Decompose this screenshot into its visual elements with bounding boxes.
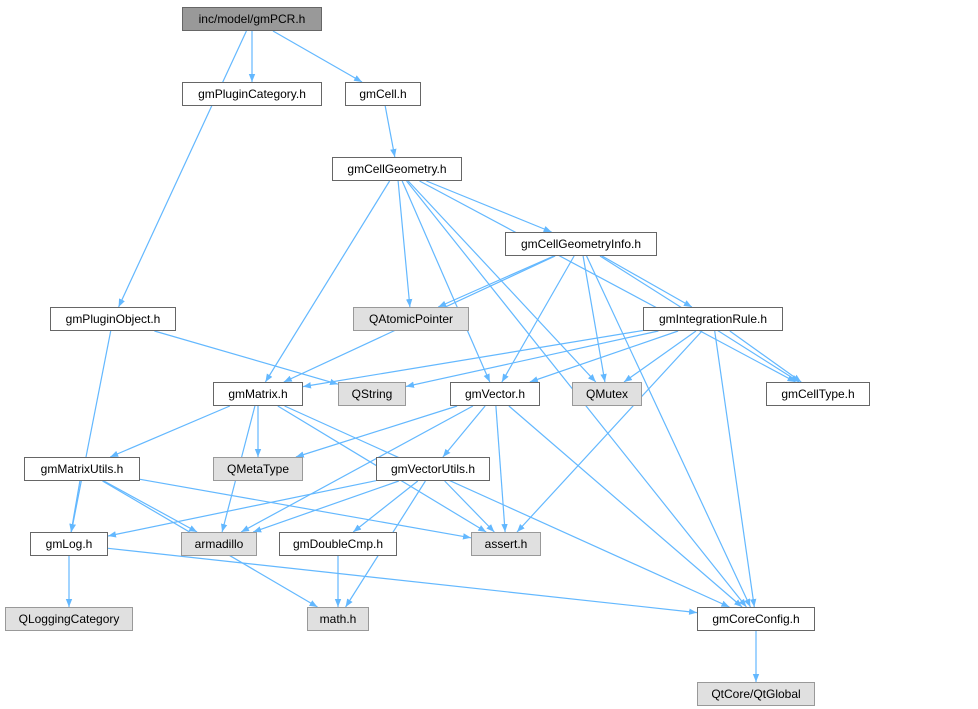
node-label: QString [351, 387, 393, 401]
node-label: gmCellGeometryInfo.h [520, 237, 642, 251]
node-label: QMetaType [226, 462, 290, 476]
node-gmpcr-h[interactable]: inc/model/gmPCR.h [182, 7, 322, 31]
node-assert-h: assert.h [471, 532, 541, 556]
node-label: gmIntegrationRule.h [658, 312, 768, 326]
node-label: gmPluginObject.h [65, 312, 161, 326]
node-math-h: math.h [307, 607, 369, 631]
edge-gmcellgeometryinfo-to-gmvector [501, 255, 575, 383]
node-label: gmCellGeometry.h [347, 162, 447, 176]
node-label: QAtomicPointer [368, 312, 454, 326]
node-armadillo: armadillo [181, 532, 257, 556]
edge-gmvector-to-gmvectorutils [442, 405, 486, 458]
node-gmvectorutils-h[interactable]: gmVectorUtils.h [376, 457, 490, 481]
edge-gmvectorutils-to-assert [444, 480, 495, 533]
edge-gmvectorutils-to-gmdoublecmp [352, 480, 419, 533]
edge-gmcellgeometryinfo-to-qmutex [582, 255, 607, 383]
node-label: gmCell.h [359, 87, 407, 101]
edge-gmmatrixutils-to-gmlog [69, 480, 81, 533]
edge-gmcellgeometry-to-qatomicpointer [397, 180, 413, 308]
edge-gmvector-to-armadillo [240, 405, 474, 533]
edge-gmcellgeometry-to-qmutex [407, 180, 597, 383]
node-qstring: QString [338, 382, 406, 406]
edge-gmmatrixutils-to-assert [139, 478, 472, 540]
node-label: assert.h [484, 537, 528, 551]
node-gmcelltype-h[interactable]: gmCellType.h [766, 382, 870, 406]
edge-gmintegrationrule-to-gmvector [529, 330, 679, 383]
edge-gmcellgeometryinfo-to-qatomicpointer [437, 255, 555, 308]
node-label: QtCore/QtGlobal [711, 687, 801, 701]
node-label: math.h [319, 612, 357, 626]
node-label: gmMatrixUtils.h [40, 462, 124, 476]
node-label: gmVector.h [464, 387, 526, 401]
edge-layer [65, 30, 802, 682]
node-label: inc/model/gmPCR.h [198, 12, 306, 26]
node-gmpluginobject-h[interactable]: gmPluginObject.h [50, 307, 176, 331]
node-label: gmVectorUtils.h [390, 462, 476, 476]
edge-gmmatrix-to-gmcoreconfig [284, 405, 730, 608]
edge-gmintegrationrule-to-assert [516, 330, 703, 533]
edge-gmpluginobject-to-gmlog [69, 330, 112, 533]
node-label: gmMatrix.h [228, 387, 288, 401]
node-label: gmLog.h [45, 537, 93, 551]
node-gmcell-h[interactable]: gmCell.h [345, 82, 421, 106]
node-gmlog-h[interactable]: gmLog.h [30, 532, 108, 556]
edge-gmintegrationrule-to-qstring [405, 330, 659, 388]
edge-gmpcr-to-gmpluginobject [118, 30, 247, 308]
edge-gmcell-to-gmcellgeometry [384, 105, 397, 158]
edge-gmlog-to-gmcoreconfig [107, 547, 698, 615]
node-label: gmCellType.h [781, 387, 855, 401]
node-gmplugincategory-h[interactable]: gmPluginCategory.h [182, 82, 322, 106]
node-qatomicpointer: QAtomicPointer [353, 307, 469, 331]
node-gmcellgeometry-h[interactable]: gmCellGeometry.h [332, 157, 462, 181]
node-qmutex: QMutex [572, 382, 642, 406]
node-label: gmPluginCategory.h [198, 87, 306, 101]
edge-gmintegrationrule-to-qmutex [623, 330, 697, 383]
edge-gmmatrixutils-to-armadillo [103, 480, 198, 533]
edge-gmvectorutils-to-armadillo [253, 480, 399, 533]
node-gmvector-h[interactable]: gmVector.h [450, 382, 540, 406]
node-gmcoreconfig-h[interactable]: gmCoreConfig.h [697, 607, 815, 631]
edge-gmvector-to-qmetatype [295, 405, 458, 458]
edge-gmcellgeometry-to-gmcelltype [419, 180, 796, 383]
edge-gmvector-to-gmcoreconfig [508, 405, 743, 608]
node-qtcore-qtglobal: QtCore/QtGlobal [697, 682, 815, 706]
edge-gmcellgeometry-to-gmvector [401, 180, 491, 383]
node-qmetatype: QMetaType [213, 457, 303, 481]
node-gmcellgeometryinfo-h[interactable]: gmCellGeometryInfo.h [505, 232, 657, 256]
node-label: QMutex [585, 387, 628, 401]
edge-gmcellgeometryinfo-to-gmintegrationrule [601, 255, 693, 308]
edge-gmmatrix-to-gmmatrixutils [109, 405, 231, 458]
edge-gmcellgeometryinfo-to-gmcoreconfig [586, 255, 751, 608]
edge-gmintegrationrule-to-gmcoreconfig [714, 330, 757, 608]
edge-gmpcr-to-gmcell [272, 30, 363, 83]
edge-gmvectorutils-to-gmlog [107, 480, 377, 538]
node-label: QLoggingCategory [18, 612, 120, 626]
node-qloggingcategory: QLoggingCategory [5, 607, 133, 631]
node-label: gmCoreConfig.h [712, 612, 800, 626]
node-gmmatrix-h[interactable]: gmMatrix.h [213, 382, 303, 406]
edge-gmcellgeometry-to-gmmatrix [264, 180, 391, 383]
node-label: armadillo [194, 537, 244, 551]
edge-gmintegrationrule-to-gmcelltype [729, 330, 802, 383]
edge-gmpluginobject-to-qstring [154, 330, 339, 386]
node-label: gmDoubleCmp.h [292, 537, 384, 551]
edge-gmvector-to-assert [495, 405, 508, 533]
node-gmintegrationrule-h[interactable]: gmIntegrationRule.h [643, 307, 783, 331]
node-gmmatrixutils-h[interactable]: gmMatrixUtils.h [24, 457, 140, 481]
edge-gmintegrationrule-to-gmmatrix [302, 329, 644, 389]
node-gmdoublecmp-h[interactable]: gmDoubleCmp.h [279, 532, 397, 556]
edge-gmcellgeometry-to-gmcellgeometryinfo [426, 180, 552, 233]
